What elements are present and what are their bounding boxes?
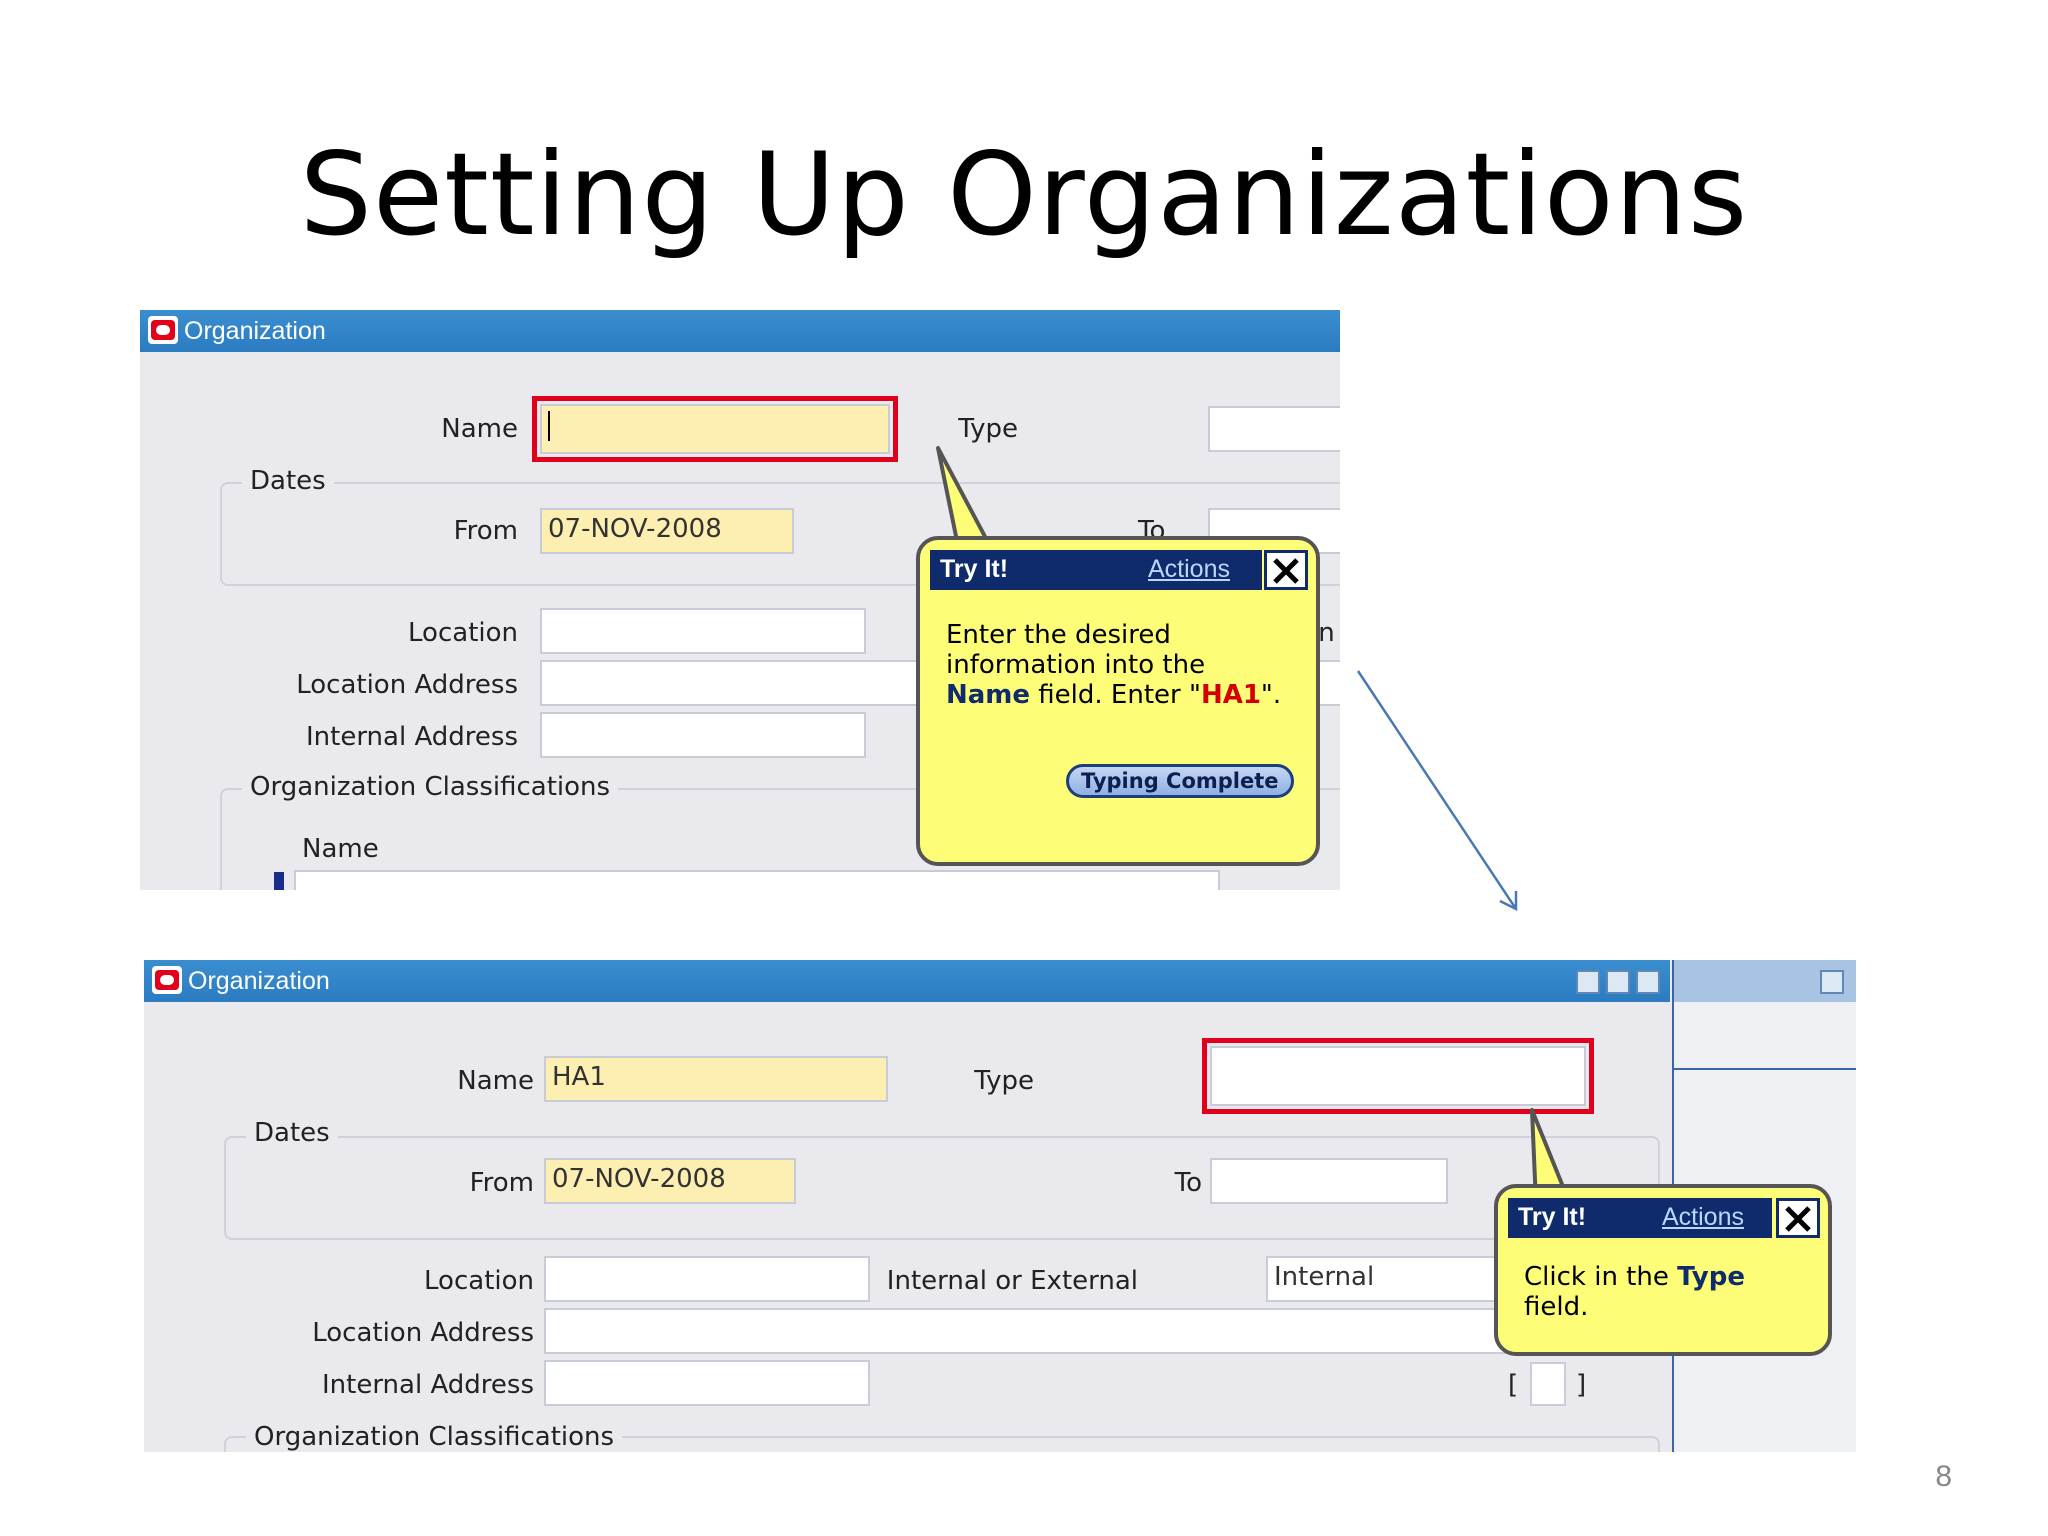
internal-address-field[interactable] [544,1360,870,1406]
tryit-label: Try It! [1518,1203,1587,1231]
text-cursor [548,410,550,441]
close-icon [1273,558,1299,584]
location-address-field[interactable] [544,1308,1664,1354]
oracle-logo-icon [148,316,178,344]
top-tryit-bubble: Try It! Actions Enter the desired inform… [916,536,1320,866]
type-keyword: Type [1677,1262,1745,1292]
to-field[interactable] [1210,1158,1448,1204]
internal-address-label: Internal Address [305,722,518,752]
bubble-instructions: Enter the desired information into the N… [946,620,1282,710]
from-label: From [469,1168,534,1198]
bubble-header: Try It! Actions [930,550,1262,590]
org-classifications-caption: Organization Classifications [246,1422,623,1452]
location-label: Location [408,618,518,648]
type-label: Type [958,414,1018,444]
from-label: From [453,516,518,546]
name-field[interactable]: HA1 [544,1056,888,1102]
name-field[interactable] [540,404,890,454]
minimize-button[interactable] [1576,970,1600,994]
type-field-highlight [1202,1038,1594,1114]
dates-group [220,482,1340,586]
name-label: Name [441,414,518,444]
background-minimize-button[interactable] [1820,970,1844,994]
tryit-label: Try It! [940,555,1009,583]
row-indicator [274,872,284,890]
internal-address-label: Internal Address [321,1370,534,1400]
window-titlebar: Organization [144,960,1670,1002]
close-icon [1785,1206,1811,1232]
location-field[interactable] [540,608,866,654]
type-field[interactable] [1210,1046,1586,1106]
connector-arrow [1356,670,1518,912]
internal-or-external-label: Internal or External [886,1266,1138,1296]
window-titlebar: Organization [140,310,1340,352]
page-number: 8 [1935,1460,1952,1493]
dates-caption: Dates [242,466,334,496]
bottom-organization-window: Organization Name HA1 Type Dates From 07… [144,960,1856,1452]
actions-link[interactable]: Actions [1662,1203,1744,1231]
slide-title: Setting Up Organizations [299,128,1749,261]
org-classifications-caption: Organization Classifications [242,772,619,802]
typing-complete-button[interactable]: Typing Complete [1066,764,1294,798]
name-label: Name [457,1066,534,1096]
window-title: Organization [188,967,330,995]
location-address-label: Location Address [296,670,518,700]
from-field[interactable]: 07-NOV-2008 [544,1158,796,1204]
classification-name-field[interactable] [294,870,1220,890]
bracket-close: ] [1576,1370,1587,1400]
maximize-button[interactable] [1606,970,1630,994]
name-field-highlight [532,396,898,462]
name-keyword: Name [946,680,1031,710]
org-classifications-group [220,788,1340,890]
location-label: Location [424,1266,534,1296]
checkbox-field[interactable] [1530,1362,1566,1406]
type-field[interactable] [1208,406,1340,452]
internal-address-field[interactable] [540,712,866,758]
bracket-open: [ [1508,1370,1519,1400]
bubble-instructions: Click in the Type field. [1524,1262,1745,1322]
bottom-tryit-bubble: Try It! Actions Click in the Type field. [1494,1184,1832,1356]
close-bubble-button[interactable] [1776,1198,1820,1238]
org-classifications-group [224,1436,1660,1452]
window-title: Organization [184,317,326,345]
type-label: Type [974,1066,1034,1096]
value-keyword: HA1 [1200,680,1261,710]
to-label: To [1174,1168,1202,1198]
window-close-button[interactable] [1636,970,1660,994]
from-field[interactable]: 07-NOV-2008 [540,508,794,554]
classification-name-header: Name [302,834,379,864]
internal-or-external-field[interactable]: Internal [1266,1256,1506,1302]
location-field[interactable] [544,1256,870,1302]
location-address-label: Location Address [312,1318,534,1348]
oracle-logo-icon [152,966,182,994]
dates-caption: Dates [246,1118,338,1148]
close-bubble-button[interactable] [1264,550,1308,590]
bubble-header: Try It! Actions [1508,1198,1772,1238]
actions-link[interactable]: Actions [1148,555,1230,583]
